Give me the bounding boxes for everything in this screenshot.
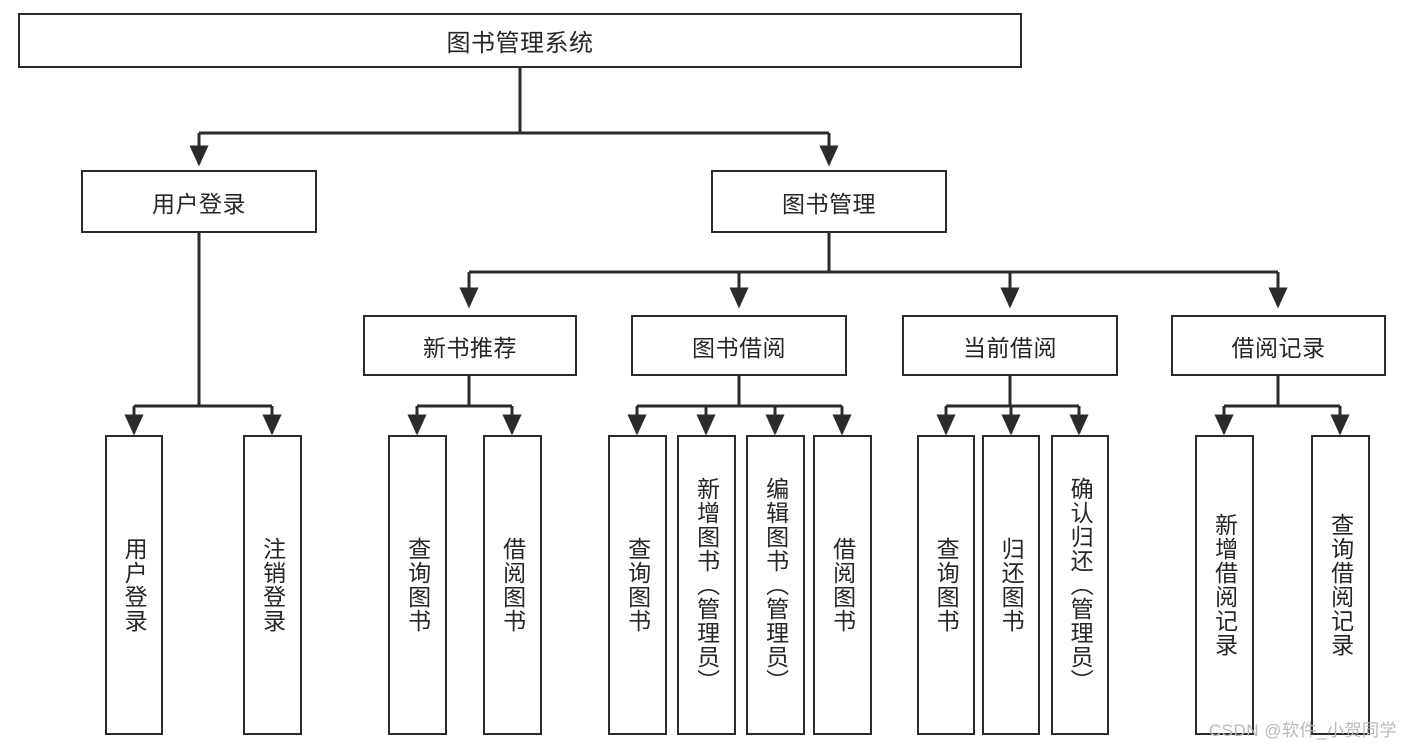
leaf-confirm-return-admin[interactable]: 确认归还（管理员） — [1051, 435, 1109, 735]
node-label: 查询图书 — [933, 537, 960, 633]
node-label: 编辑图书（管理员） — [762, 477, 789, 693]
node-label: 图书借阅 — [692, 334, 786, 361]
leaf-borrow-book-recommendation[interactable]: 借阅图书 — [483, 435, 542, 735]
node-label: 确认归还（管理员） — [1067, 477, 1094, 693]
node-user-login[interactable]: 用户登录 — [81, 170, 317, 233]
node-label: 新书推荐 — [423, 334, 517, 361]
node-new-book-recommendation[interactable]: 新书推荐 — [363, 315, 577, 376]
node-borrowing-record[interactable]: 借阅记录 — [1171, 315, 1386, 376]
node-label: 新增借阅记录 — [1211, 513, 1238, 657]
node-label: 用户登录 — [152, 190, 246, 217]
node-label: 借阅记录 — [1231, 334, 1326, 361]
node-book-borrowing[interactable]: 图书借阅 — [631, 315, 847, 376]
node-label: 图书管理系统 — [446, 30, 594, 57]
node-label: 用户登录 — [121, 537, 148, 633]
node-label: 当前借阅 — [963, 334, 1057, 361]
csdn-watermark: CSDN @软件_小贺同学 — [1208, 721, 1397, 740]
leaf-query-book-current[interactable]: 查询图书 — [917, 435, 975, 735]
node-label: 新增图书（管理员） — [693, 477, 720, 693]
node-book-management[interactable]: 图书管理 — [711, 170, 947, 233]
node-label: 归还图书 — [998, 537, 1025, 633]
leaf-user-logout[interactable]: 注销登录 — [243, 435, 302, 735]
leaf-add-borrowing-record[interactable]: 新增借阅记录 — [1195, 435, 1254, 735]
leaf-user-login[interactable]: 用户登录 — [105, 435, 163, 735]
leaf-edit-book-admin[interactable]: 编辑图书（管理员） — [746, 435, 805, 735]
node-label: 借阅图书 — [829, 537, 856, 633]
node-label: 查询借阅记录 — [1327, 513, 1354, 657]
leaf-add-book-admin[interactable]: 新增图书（管理员） — [677, 435, 736, 735]
node-current-borrowing[interactable]: 当前借阅 — [902, 315, 1118, 376]
leaf-borrow-book-borrowing[interactable]: 借阅图书 — [813, 435, 872, 735]
node-label: 查询图书 — [404, 537, 431, 633]
node-label: 查询图书 — [624, 537, 651, 633]
leaf-query-book-borrowing[interactable]: 查询图书 — [608, 435, 667, 735]
node-root-book-management-system[interactable]: 图书管理系统 — [18, 13, 1022, 68]
leaf-return-book[interactable]: 归还图书 — [982, 435, 1040, 735]
leaf-query-book-recommendation[interactable]: 查询图书 — [388, 435, 447, 735]
node-label: 借阅图书 — [499, 537, 526, 633]
leaf-query-borrowing-record[interactable]: 查询借阅记录 — [1311, 435, 1370, 735]
node-label: 图书管理 — [782, 190, 876, 217]
node-label: 注销登录 — [259, 537, 286, 633]
